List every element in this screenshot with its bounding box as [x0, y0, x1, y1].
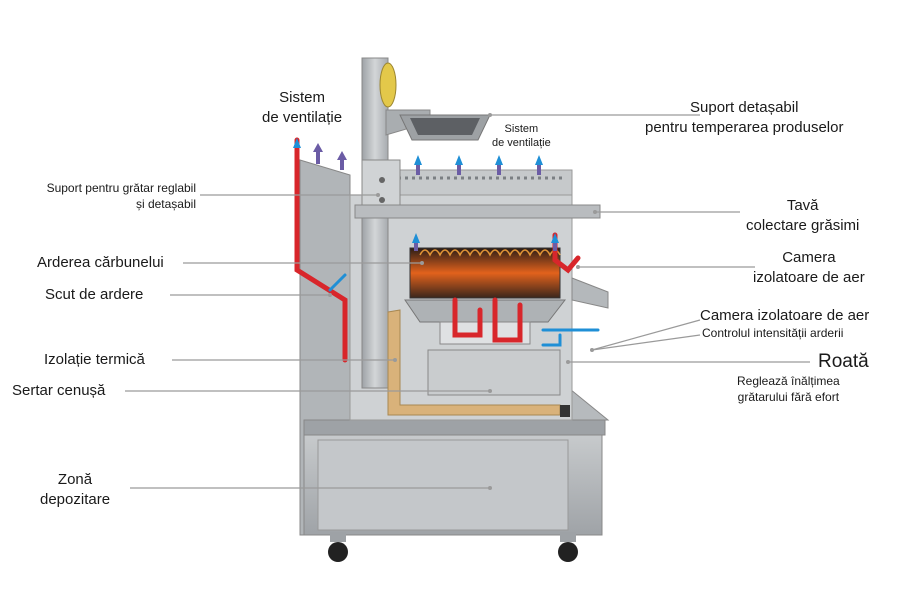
support-column	[361, 57, 389, 389]
label-burn-shield: Scut de ardere	[45, 286, 144, 303]
ash-drawer	[427, 349, 561, 396]
label-air-chamber-2: Camera izolatoare de aer	[700, 307, 870, 324]
label-ash-drawer: Sertar cenușă	[12, 382, 106, 399]
leader-lines	[125, 114, 810, 489]
label-coal-burning: Arderea cărbunelui	[37, 254, 164, 271]
vent-arrows	[293, 138, 559, 251]
height-wheel-knob	[379, 62, 397, 108]
grease-tray	[354, 204, 601, 219]
grill-body	[299, 57, 610, 562]
casters	[328, 532, 578, 562]
label-thermal-insulation: Izolație termică	[44, 351, 145, 368]
label-burn-control: Controlul intensității arderii	[702, 326, 844, 340]
coal-bed	[409, 247, 561, 299]
bottom-shelf	[303, 419, 606, 436]
air-flow	[328, 273, 600, 347]
label-wheel-title: Roată	[818, 351, 869, 372]
